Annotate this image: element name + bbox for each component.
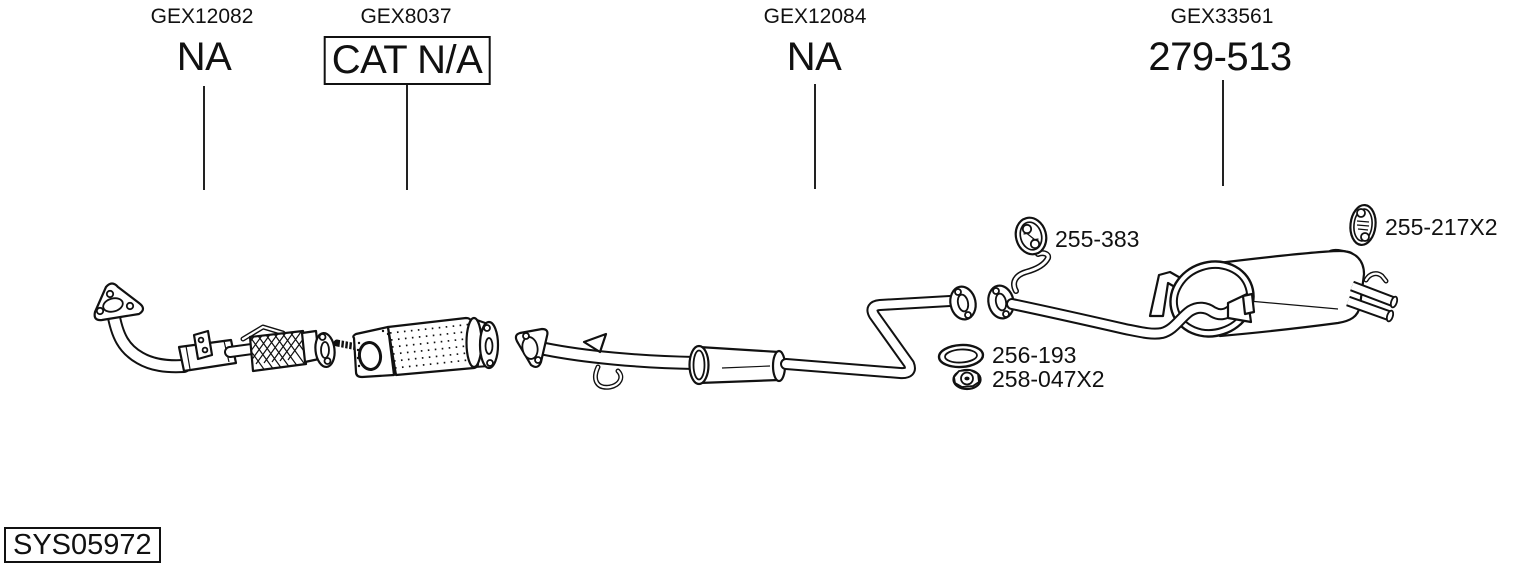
fitting-label-nut: 258-047X2 (992, 366, 1105, 392)
callout-part-catalyst: CAT N/A (323, 36, 491, 86)
callout-part-centre-section: NA (786, 35, 842, 79)
centre-pipe-flag-bracket (582, 332, 608, 354)
gasket-ring-icon (937, 343, 985, 369)
system-code-badge: SYS05972 (4, 527, 161, 564)
centre-pipe-silencer-drawing (514, 285, 977, 387)
catalytic-converter-drawing (352, 316, 500, 379)
callout-leader-lines (203, 80, 1224, 190)
fitting-label-gasket: 256-193 (992, 342, 1077, 368)
callout-ref-centre-section: GEX12084 (763, 5, 867, 28)
callout-ref-rear-silencer: GEX33561 (1170, 5, 1274, 28)
callout-ref-front-pipe: GEX12082 (150, 5, 254, 28)
fitting-label-hanger-1: 255-383 (1055, 226, 1140, 252)
callout-part-rear-silencer: 279-513 (1148, 35, 1292, 79)
rubber-hanger-icon (1349, 203, 1377, 247)
callout-part-front-pipe: NA (176, 35, 232, 79)
callout-ref-catalyst: GEX8037 (360, 5, 452, 28)
front-pipe-drawing (93, 282, 336, 373)
rear-silencer-drawing (987, 251, 1398, 347)
flange-nut-icon (952, 368, 982, 391)
tailpipes (1348, 286, 1398, 323)
catalyst-body (386, 316, 480, 377)
rubber-hanger-icon (1014, 216, 1048, 256)
centre-silencer-body (697, 345, 781, 385)
fitting-label-hanger-2: 255-217X2 (1385, 214, 1498, 240)
front-pipe-bracket (192, 329, 214, 361)
